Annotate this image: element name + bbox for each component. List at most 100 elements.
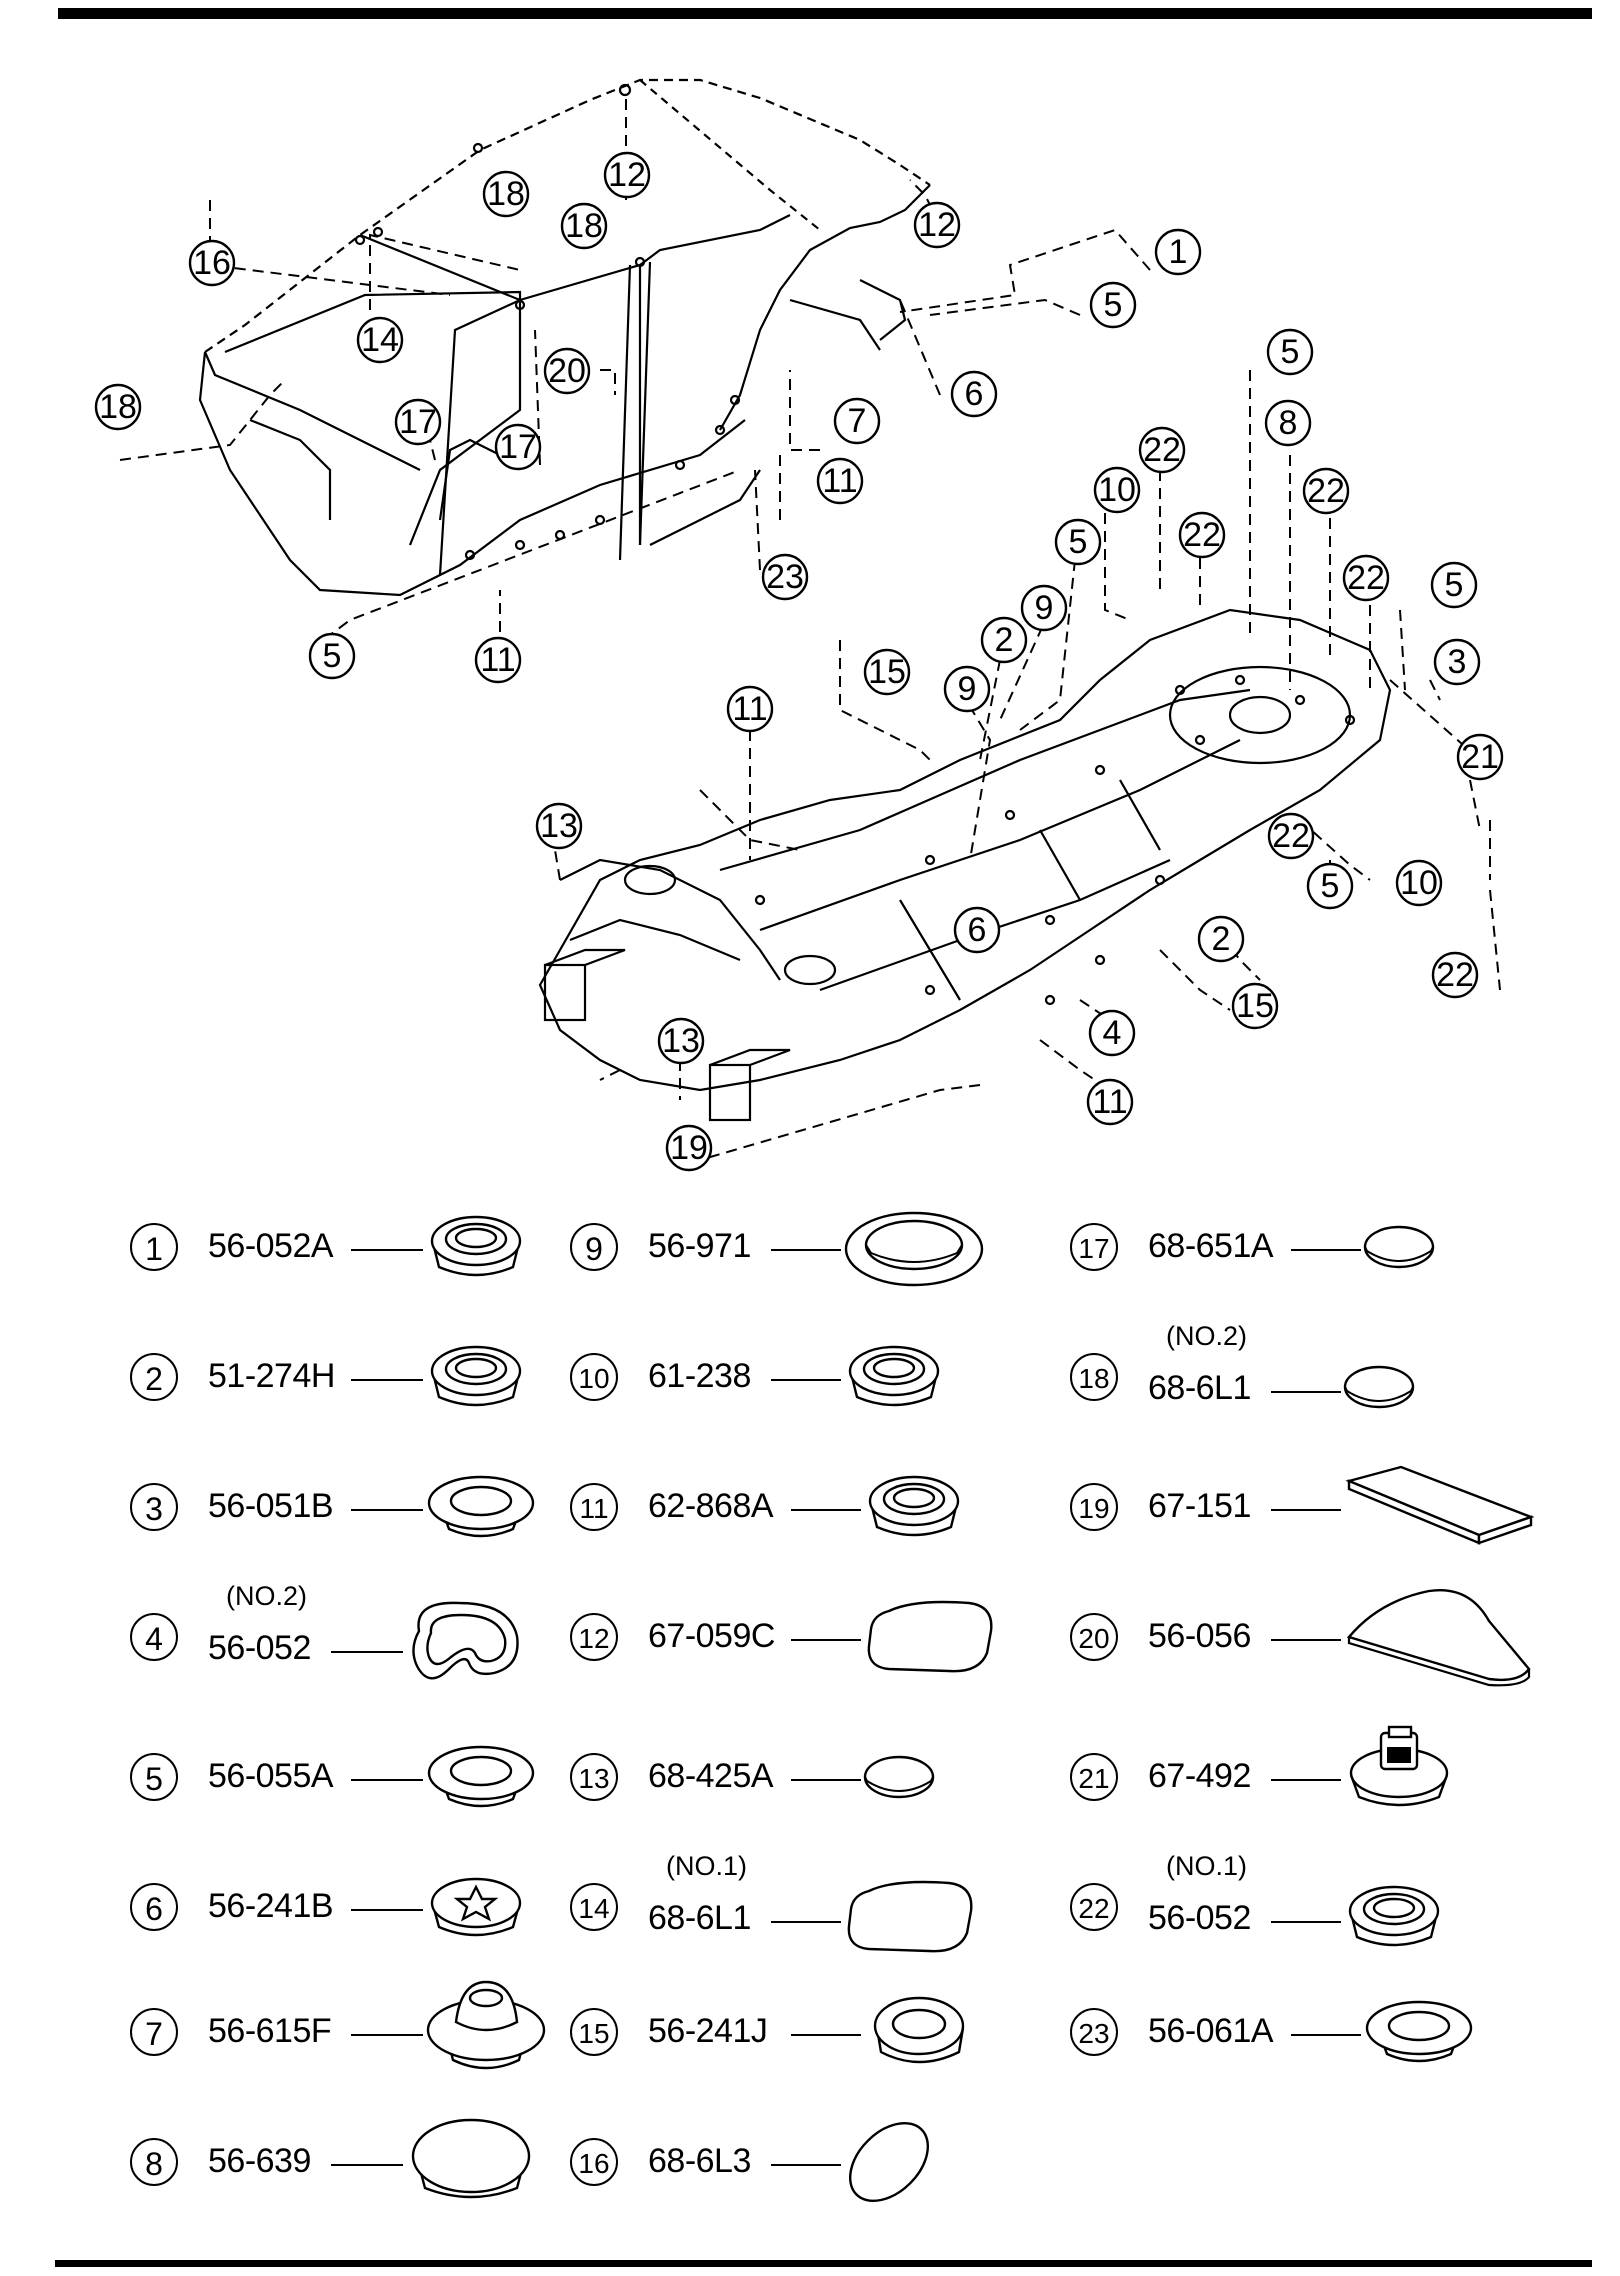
legend-item-number: 13 <box>570 1753 618 1801</box>
upper-callout-circle <box>308 632 356 680</box>
legend-item-part-number: 67-492 <box>1148 1757 1251 1795</box>
legend-item: 22(NO.1)56-052 <box>1070 1851 1550 1955</box>
upper-callout-label: 17 <box>499 428 537 466</box>
upper-callout-label: 6 <box>965 375 984 413</box>
legend-item-number: 17 <box>1070 1223 1118 1271</box>
legend-item-leader-line <box>1271 1509 1341 1511</box>
upper-callout-label: 17 <box>399 403 437 441</box>
legend-item-part-illustration <box>421 1867 531 1952</box>
lower-callout-label: 15 <box>868 653 906 691</box>
upper-callout-circle <box>560 202 608 250</box>
upper-callout-label: 18 <box>565 207 603 245</box>
lower-callout-circle <box>1088 1009 1136 1057</box>
lower-callout-label: 13 <box>540 807 578 845</box>
legend-item-leader-line <box>1291 2034 1361 2036</box>
upper-callout-circle <box>482 170 530 218</box>
legend-item-leader-line <box>1271 1639 1341 1641</box>
lower-callout-circle <box>665 1124 713 1172</box>
legend-item-leader-line <box>791 1509 861 1511</box>
legend-item-part-number: 67-151 <box>1148 1487 1251 1525</box>
legend-item-number: 16 <box>570 2138 618 2186</box>
upper-callout-circle <box>833 397 881 445</box>
legend-item: 21 67-492 <box>1070 1725 1550 1825</box>
lower-callout-label: 22 <box>1272 817 1310 855</box>
legend-item-number: 3 <box>130 1483 178 1531</box>
legend-item-part-illustration <box>421 1467 541 1552</box>
legend-item-part-number: 56-639 <box>208 2142 311 2180</box>
legend-item-part-illustration <box>401 2106 541 2221</box>
lower-callout-circle <box>1342 554 1390 602</box>
legend-item: 18(NO.2)68-6L1 <box>1070 1321 1550 1425</box>
legend-item-part-illustration <box>421 1737 541 1822</box>
lower-callout-circle <box>1456 733 1504 781</box>
upper-callout-label: 23 <box>766 558 804 596</box>
legend-item-part-number: 56-052 <box>208 1629 311 1667</box>
upper-callout-circle <box>188 239 236 287</box>
legend-item-part-illustration <box>1359 1215 1439 1280</box>
legend-item-leader-line <box>791 1639 861 1641</box>
legend-item: 7 56-615F <box>130 1980 590 2080</box>
upper-callout-circle <box>1154 228 1202 276</box>
upper-callout-label: 12 <box>918 206 956 244</box>
lower-callout-circle <box>1264 399 1312 447</box>
legend-item-leader-line <box>791 1779 861 1781</box>
lower-callout-circle <box>1020 584 1068 632</box>
legend-item-leader-line <box>351 1379 423 1381</box>
legend-item-part-number: 68-425A <box>648 1757 774 1795</box>
legend-item-leader-line <box>351 1779 423 1781</box>
legend-item-part-number: 62-868A <box>648 1487 774 1525</box>
upper-callout-circle <box>474 636 522 684</box>
lower-callout-label: 22 <box>1307 472 1345 510</box>
legend-item-leader-line <box>1271 1391 1341 1393</box>
legend-item-number: 7 <box>130 2008 178 2056</box>
legend-item-part-illustration <box>859 1465 969 1550</box>
legend-item-part-illustration <box>399 1591 529 1706</box>
legend-item-part-number: 67-059C <box>648 1617 775 1655</box>
upper-callout-label: 16 <box>193 244 231 282</box>
lower-callout-label: 8 <box>1279 404 1298 442</box>
legend-item-leader-line <box>791 2034 861 2036</box>
legend-item-part-number: 56-241J <box>648 2012 768 2050</box>
upper-callout-circle <box>1089 281 1137 329</box>
upper-callout-circle <box>603 151 651 199</box>
legend-item-part-number: 56-052A <box>208 1227 334 1265</box>
lower-callout-label: 6 <box>968 911 987 949</box>
legend-item-part-illustration <box>839 1871 979 1966</box>
lower-callout-circle <box>1433 638 1481 686</box>
legend-item-part-illustration <box>421 1335 531 1420</box>
legend-item: 4(NO.2)56-052 <box>130 1581 590 1685</box>
legend-item: 14(NO.1)68-6L1 <box>570 1851 1030 1955</box>
legend-item-part-illustration <box>839 2112 939 2217</box>
legend-item-part-number: 68-6L1 <box>648 1899 751 1937</box>
lower-callout-label: 10 <box>1098 471 1136 509</box>
lower-callout-circle <box>1395 859 1443 907</box>
legend-item-part-number: 61-238 <box>648 1357 751 1395</box>
upper-callout-circle <box>494 423 542 471</box>
lower-callout-circle <box>980 616 1028 664</box>
legend-item-number: 20 <box>1070 1613 1118 1661</box>
legend-item-leader-line <box>1291 1249 1361 1251</box>
upper-callout-label: 11 <box>822 462 857 500</box>
legend-item-leader-line <box>771 1249 841 1251</box>
lower-callout-circle <box>1086 1078 1134 1126</box>
legend-item-part-number: 56-061A <box>1148 2012 1274 2050</box>
upper-callout-label: 11 <box>480 641 515 679</box>
legend-item-note: (NO.1) <box>666 1851 747 1881</box>
lower-callout-label: 5 <box>1281 333 1300 371</box>
underbody-illustration <box>538 608 1392 1122</box>
legend-item-leader-line <box>771 2164 841 2166</box>
upper-callout-circle <box>394 398 442 446</box>
legend-item-part-number: 56-615F <box>208 2012 332 2050</box>
lower-callout-label: 9 <box>958 670 977 708</box>
lower-callout-label: 3 <box>1448 643 1467 681</box>
lower-callout-circle <box>1178 511 1226 559</box>
legend-item-number: 21 <box>1070 1753 1118 1801</box>
legend-item-number: 23 <box>1070 2008 1118 2056</box>
legend-item-part-number: 68-651A <box>1148 1227 1274 1265</box>
